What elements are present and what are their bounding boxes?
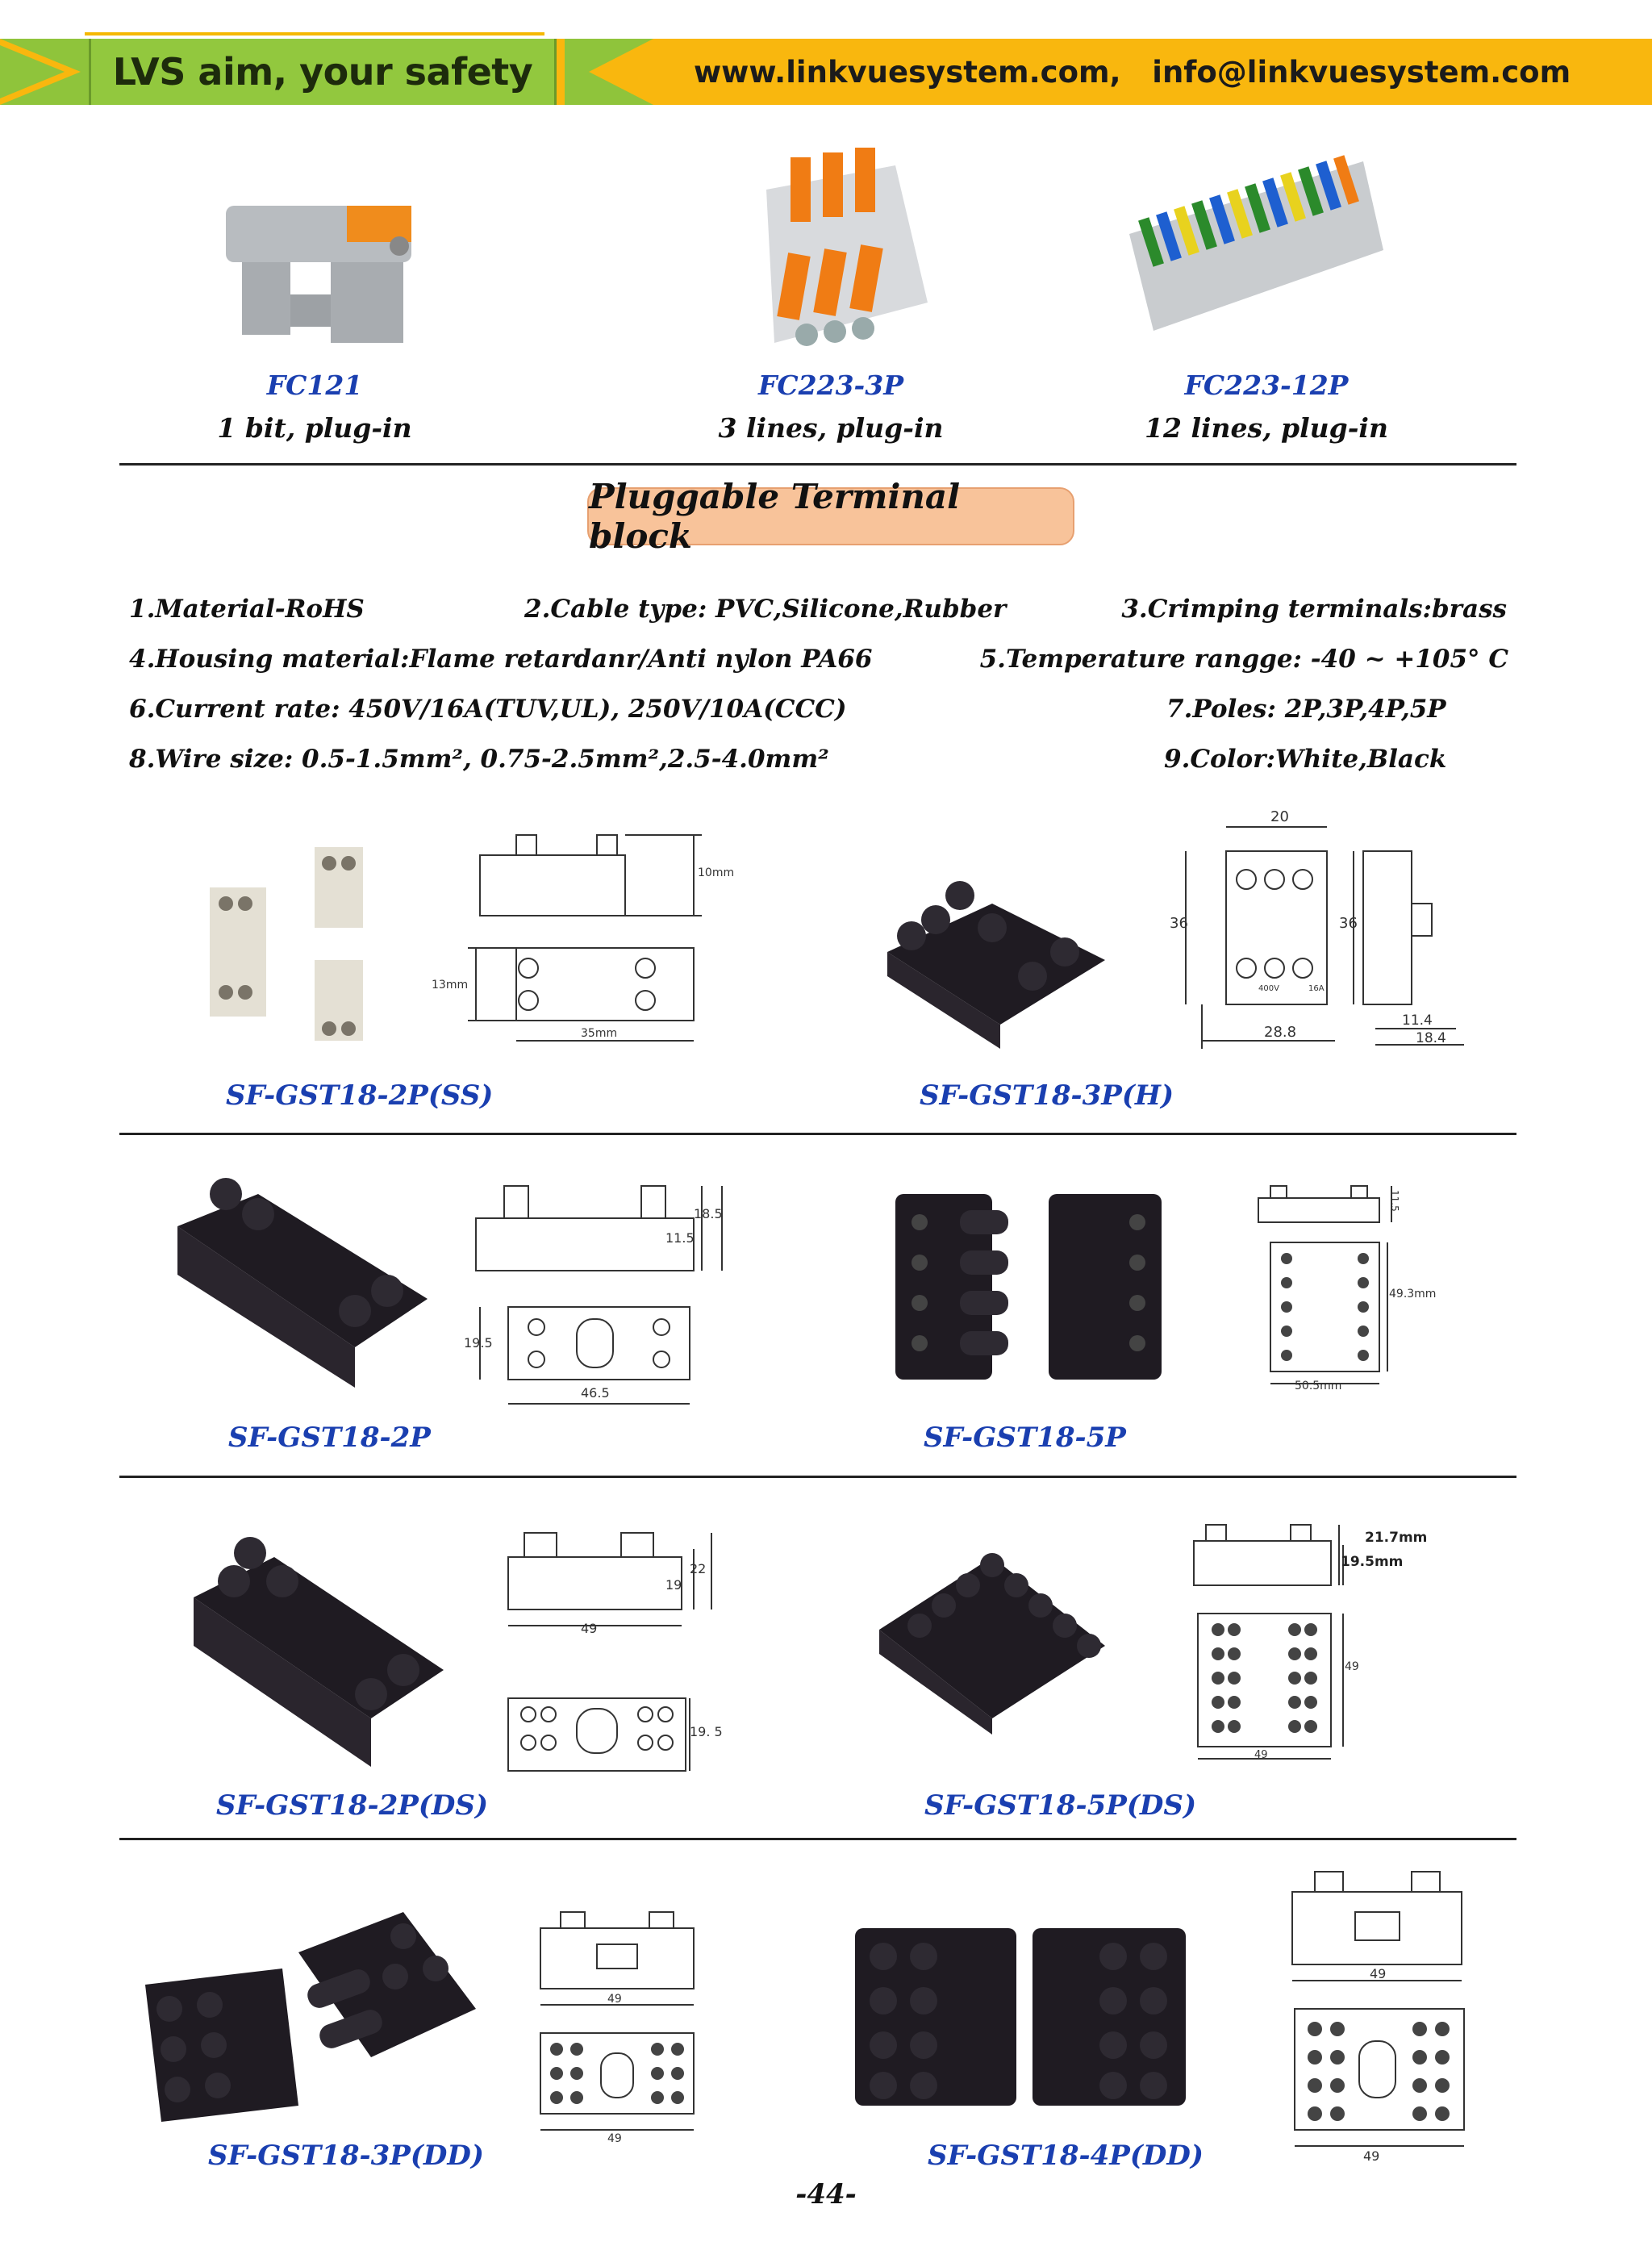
sf-gst18-3p-dd-image (145, 1912, 476, 2122)
spec-wire-size: 8.Wire size: 0.5-1.5mm², 0.75-2.5mm²,2.5… (129, 745, 829, 774)
section-title: Pluggable Terminal block (587, 477, 1074, 556)
dim-label: 19 (665, 1577, 682, 1593)
sf-gst18-5p-ds-image (879, 1553, 1105, 1735)
dim-label: 49.3mm (1389, 1288, 1436, 1301)
banner-top-line (85, 32, 544, 35)
dim-label: 49 (1363, 2148, 1379, 2164)
dim-label: 21.7mm (1365, 1530, 1427, 1546)
spec-housing: 4.Housing material:Flame retardanr/Anti … (129, 645, 873, 674)
divider (119, 1133, 1516, 1135)
dim-label: 35mm (581, 1027, 617, 1040)
sf-gst18-2p-ds-drawing: 19 22 49 19. 5 (507, 1532, 723, 1772)
sf-gst18-5p-image (895, 1194, 1162, 1380)
product-model: FC223-12P (1184, 369, 1349, 401)
dim-label: 22 (690, 1561, 706, 1576)
right-arrow-icon (557, 39, 653, 105)
product-fc223-12p: FC223-12P 12 lines, plug-in (1129, 369, 1404, 444)
product-fc121: FC121 1 bit, plug-in (186, 369, 444, 444)
dim-label: 36 (1339, 915, 1358, 932)
sf-gst18-4p-dd-image (855, 1928, 1186, 2106)
product-model: FC223-3P (757, 369, 904, 401)
sf-gst18-3p-dd-drawing: 49 49 (540, 1911, 695, 2145)
dim-label: 46.5 (581, 1385, 610, 1401)
spec-temperature: 5.Temperature rangge: -40 ~ +105° C (979, 645, 1508, 674)
dim-label: 18.5 (694, 1206, 723, 1221)
dim-label: 49 (607, 1993, 622, 2006)
fc223-12p-image (1129, 155, 1383, 331)
dim-label: 20 (1270, 808, 1289, 825)
fc223-3p-image (766, 148, 928, 346)
divider (119, 463, 1516, 466)
sf-gst18-2p-drawing: 11.5 18.5 19.5 46.5 (464, 1185, 723, 1405)
spec-current: 6.Current rate: 450V/16A(TUV,UL), 250V/1… (129, 695, 847, 724)
sf-gst18-2p-ds-image (194, 1537, 444, 1767)
dim-label: 49 (1370, 1966, 1386, 1981)
dim-label: 13mm (432, 979, 468, 992)
model-label: SF-GST18-2P(SS) (226, 1079, 494, 1112)
model-label: SF-GST18-4P(DD) (928, 2140, 1204, 2172)
model-label: SF-GST18-5P (924, 1422, 1126, 1454)
product-desc: 3 lines, plug-in (718, 412, 944, 444)
banner-yellow-band (565, 39, 1652, 105)
dim-label: 18.4 (1416, 1030, 1446, 1046)
spec-crimping: 3.Crimping terminals:brass (1121, 595, 1507, 624)
dim-label: 28.8 (1264, 1024, 1296, 1041)
model-label: SF-GST18-3P(H) (920, 1079, 1174, 1112)
page-number: -44- (795, 2178, 857, 2211)
sf-gst18-2p-ss-image (210, 847, 363, 1041)
spec-color: 9.Color:White,Black (1164, 745, 1447, 774)
dim-label: 49 (1345, 1660, 1359, 1673)
dim-label: 10mm (698, 866, 734, 879)
model-label: SF-GST18-2P(DS) (216, 1789, 489, 1822)
sf-gst18-5p-drawing: 11.5 49.3mm 50.5mm (1258, 1185, 1436, 1392)
sf-gst18-3p-h-image (887, 881, 1105, 1049)
dim-label: 11.5 (1389, 1190, 1400, 1212)
spec-cable-type: 2.Cable type: PVC,Silicone,Rubber (524, 595, 1007, 624)
spec-poles: 7.Poles: 2P,3P,4P,5P (1166, 695, 1446, 724)
dim-label: 19. 5 (690, 1724, 723, 1739)
dim-label: 19.5mm (1341, 1554, 1403, 1570)
sf-gst18-5p-ds-drawing: 21.7mm 19.5mm 49 49 (1193, 1524, 1427, 1761)
dim-label: 49 (607, 2132, 622, 2145)
product-model: FC121 (266, 369, 363, 401)
product-desc: 1 bit, plug-in (217, 412, 412, 444)
dim-label: 19.5 (464, 1335, 493, 1351)
product-fc223-3p: FC223-3P 3 lines, plug-in (694, 369, 968, 444)
divider (119, 1476, 1516, 1478)
sf-gst18-2p-ss-drawing: 10mm 13mm 35mm (432, 834, 734, 1042)
dim-label: 400V (1258, 984, 1279, 993)
dim-label: 36 (1170, 915, 1188, 932)
banner-contact: www.linkvuesystem.com, info@linkvuesyste… (694, 54, 1571, 90)
model-label: SF-GST18-2P (228, 1422, 431, 1454)
dim-label: 49 (581, 1621, 597, 1636)
divider (119, 1838, 1516, 1840)
dim-label: 11.5 (665, 1230, 695, 1246)
dim-label: 11.4 (1402, 1012, 1433, 1029)
banner-slogan: LVS aim, your safety (89, 39, 557, 105)
header-banner: LVS aim, your safety www.linkvuesystem.c… (0, 32, 1652, 105)
spec-material: 1.Material-RoHS (129, 595, 365, 624)
dim-label: 50.5mm (1295, 1380, 1341, 1392)
sf-gst18-2p-image (177, 1178, 428, 1388)
dim-label: 49 (1254, 1749, 1268, 1761)
sf-gst18-4p-dd-drawing: 49 49 (1291, 1871, 1465, 2164)
fc121-image (226, 206, 411, 343)
left-arrow-icon (0, 39, 81, 105)
product-desc: 12 lines, plug-in (1145, 412, 1388, 444)
dim-label: 16A (1308, 984, 1325, 993)
model-label: SF-GST18-3P(DD) (208, 2140, 484, 2172)
model-label: SF-GST18-5P(DS) (924, 1789, 1197, 1822)
sf-gst18-3p-h-drawing: 20 36 36 28.8 11.4 18.4 400V 16A (1170, 808, 1464, 1049)
